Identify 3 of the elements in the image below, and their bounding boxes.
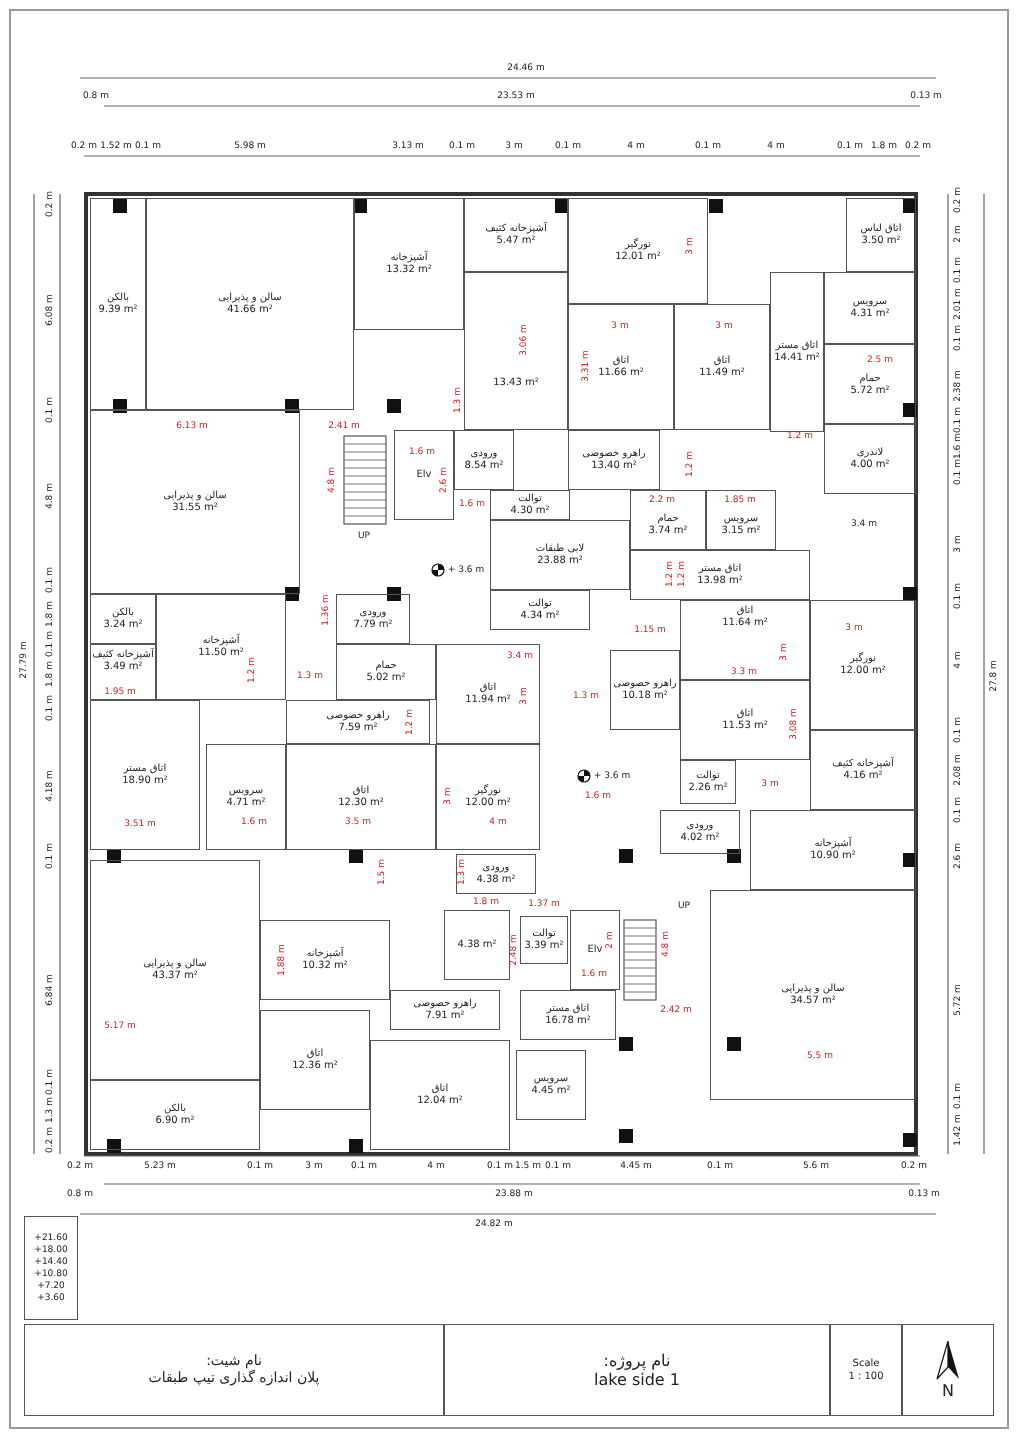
field-label: نام پروژه: bbox=[603, 1351, 671, 1370]
north-label: N bbox=[942, 1380, 954, 1400]
project-name: lake side 1 bbox=[594, 1370, 680, 1389]
